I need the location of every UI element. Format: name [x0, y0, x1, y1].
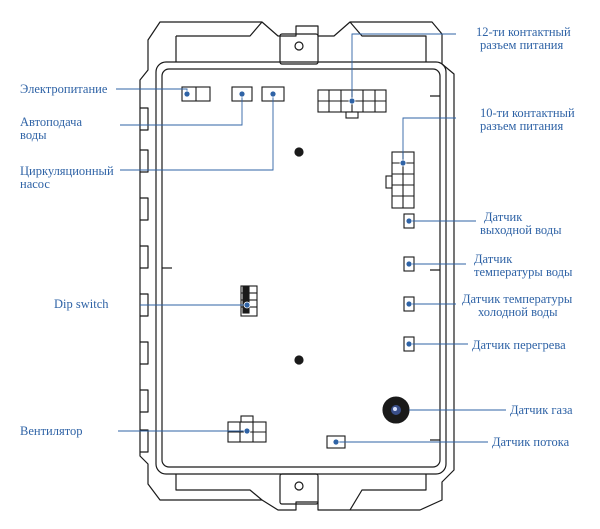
dip-switch-block — [240, 285, 258, 317]
label-gas-sensor: Датчик газа — [510, 403, 573, 417]
label-outlet-sensor-line2: выходной воды — [480, 223, 562, 237]
leader-12pin — [351, 33, 456, 101]
leader-water-feed — [120, 94, 243, 126]
board-hole-upper — [294, 147, 304, 157]
label-power-supply: Электропитание — [20, 82, 108, 96]
label-cold-temp-line1: Датчик температуры — [462, 292, 573, 306]
top-rib-left — [175, 21, 263, 62]
leader-10pin — [402, 117, 456, 163]
label-conn12-line2: разъем питания — [480, 38, 564, 52]
bottom-rib-left — [175, 474, 263, 501]
label-outlet-sensor-line1: Датчик — [484, 210, 523, 224]
bottom-rib-right — [349, 474, 427, 511]
top-mount-hole — [294, 41, 304, 51]
bottom-mount-tab — [279, 473, 319, 505]
components — [181, 86, 415, 449]
housing-outline — [139, 21, 455, 511]
label-circ-pump-line1: Циркуляционный — [20, 164, 114, 178]
label-water-feed-line1: Автоподача — [20, 115, 82, 129]
left-clips — [140, 107, 149, 453]
top-rib-right — [349, 21, 427, 62]
label-cold-temp-line2: холодной воды — [478, 305, 558, 319]
top-mount-tab — [279, 33, 319, 65]
bottom-mount-hole — [294, 481, 304, 491]
label-fan: Вентилятор — [20, 424, 83, 438]
label-overheat-sensor: Датчик перегрева — [472, 338, 566, 352]
board-housing — [139, 21, 455, 511]
board-hole-lower — [294, 355, 304, 365]
label-flow-sensor: Датчик потока — [492, 435, 570, 449]
connector-10-pin — [385, 151, 415, 209]
leader-circ-pump — [120, 94, 274, 171]
label-conn12-line1: 12-ти контактный — [476, 25, 571, 39]
label-conn10-line1: 10-ти контактный — [480, 106, 575, 120]
label-water-temp-line2: температуры воды — [474, 265, 573, 279]
label-water-feed-line2: воды — [20, 128, 47, 142]
right-tick — [430, 95, 440, 441]
label-conn10-line2: разъем питания — [480, 119, 564, 133]
leader-lines — [116, 33, 506, 443]
callout-dots — [183, 90, 413, 446]
label-circ-pump-line2: насос — [20, 177, 50, 191]
label-water-temp-line1: Датчик — [474, 252, 513, 266]
leader-power — [116, 88, 188, 94]
label-dip-switch: Dip switch — [54, 297, 109, 311]
